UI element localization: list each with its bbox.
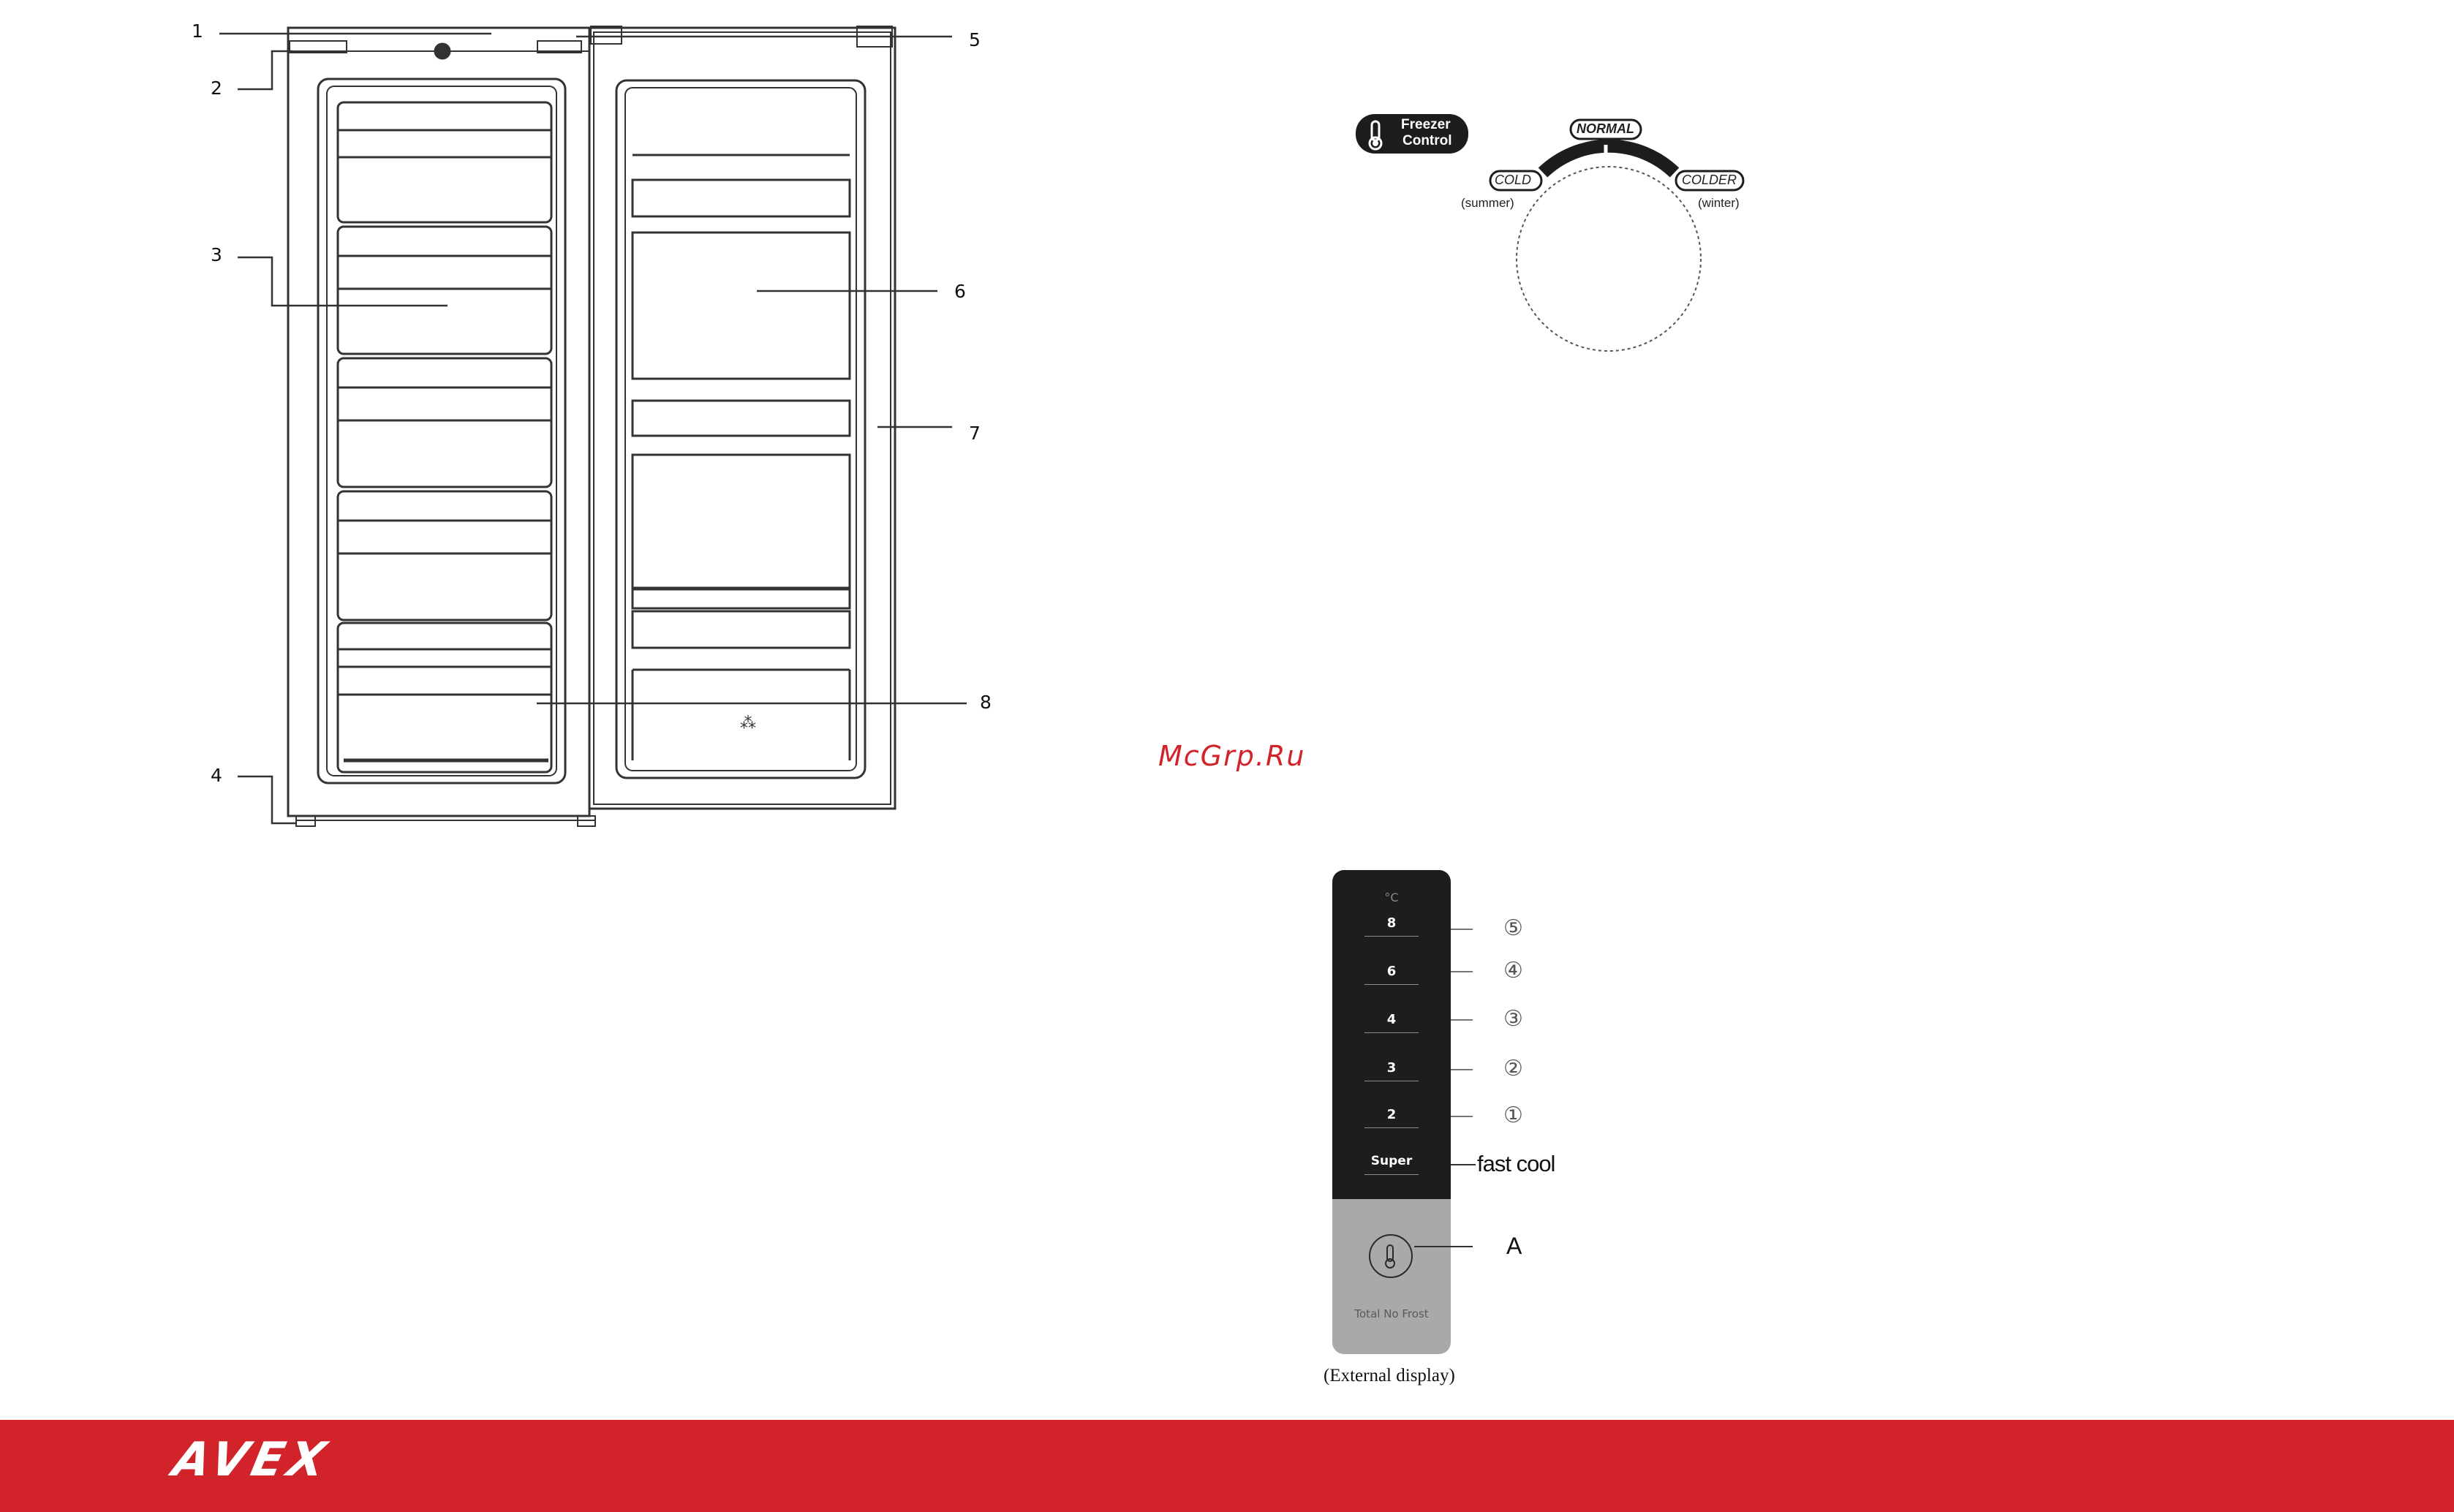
colder-sub-label: (winter) — [1698, 196, 1740, 211]
drawer — [338, 623, 551, 772]
fast-cool-label: fast cool — [1477, 1151, 1555, 1177]
drawer — [338, 227, 551, 354]
external-display-panel: °C 8 6 4 3 2 Super Total No Frost — [1332, 870, 1451, 1354]
svg-text:⁂: ⁂ — [740, 714, 756, 733]
drawer — [338, 358, 551, 487]
dial-knob — [1517, 167, 1701, 351]
drawer — [338, 102, 551, 222]
thermostat-knob — [435, 44, 450, 58]
level-marker-4: ④ — [1503, 958, 1523, 983]
leader-fast-cool — [1451, 1164, 1476, 1165]
temperature-button[interactable] — [1369, 1234, 1413, 1278]
callout-1: 1 — [192, 20, 203, 42]
leader-3 — [238, 257, 448, 306]
leader-2 — [238, 51, 292, 89]
drawer — [338, 491, 551, 620]
external-display-caption: (External display) — [1324, 1366, 1455, 1386]
level-marker-5: ⑤ — [1503, 915, 1523, 941]
level-marker-1: ① — [1503, 1103, 1523, 1128]
fridge-diagram: ⁂ — [0, 0, 1024, 848]
setting-indicator: 3 — [1332, 1060, 1451, 1076]
door-shelf — [633, 589, 850, 608]
callout-4: 4 — [211, 765, 222, 786]
cabinet-inner — [318, 79, 565, 783]
setting-indicator: 2 — [1332, 1107, 1451, 1122]
dial-arc — [1543, 146, 1675, 173]
thermometer-icon — [1370, 1236, 1411, 1277]
super-indicator: Super — [1332, 1154, 1451, 1168]
door-shelf — [633, 180, 850, 216]
callout-8: 8 — [980, 692, 992, 713]
door-shelf — [633, 401, 850, 436]
leader-level-4 — [1451, 971, 1473, 972]
setting-indicator: 6 — [1332, 964, 1451, 979]
callout-3: 3 — [211, 244, 222, 265]
badge-line-2: Control — [1402, 133, 1452, 149]
leader-level-2 — [1451, 1069, 1473, 1070]
leader-level-3 — [1451, 1019, 1473, 1021]
button-marker-a: A — [1506, 1233, 1522, 1260]
watermark: McGrp.Ru — [1158, 740, 1305, 772]
footer-bar — [0, 1420, 2454, 1512]
setting-indicator: 4 — [1332, 1012, 1451, 1027]
door-inner — [616, 80, 865, 778]
leader-level-1 — [1451, 1116, 1473, 1117]
leader-level-5 — [1451, 929, 1473, 930]
brand-logo: AVEX — [168, 1433, 335, 1487]
callout-6: 6 — [954, 281, 966, 302]
colder-label: COLDER — [1682, 173, 1737, 188]
callout-2: 2 — [211, 78, 222, 99]
unit-label: °C — [1332, 891, 1451, 904]
setting-indicator: 8 — [1332, 915, 1451, 931]
callout-5: 5 — [969, 29, 981, 50]
cold-label: COLD — [1495, 173, 1531, 188]
brand-text: Total No Frost — [1332, 1307, 1451, 1320]
level-marker-3: ③ — [1503, 1006, 1523, 1032]
badge-line-1: Freezer — [1401, 117, 1451, 133]
leader-button-a — [1414, 1246, 1473, 1247]
normal-label: NORMAL — [1577, 121, 1634, 137]
callout-7: 7 — [969, 423, 981, 444]
cabinet-body — [288, 28, 589, 816]
level-marker-2: ② — [1503, 1056, 1523, 1081]
cold-sub-label: (summer) — [1461, 196, 1514, 211]
